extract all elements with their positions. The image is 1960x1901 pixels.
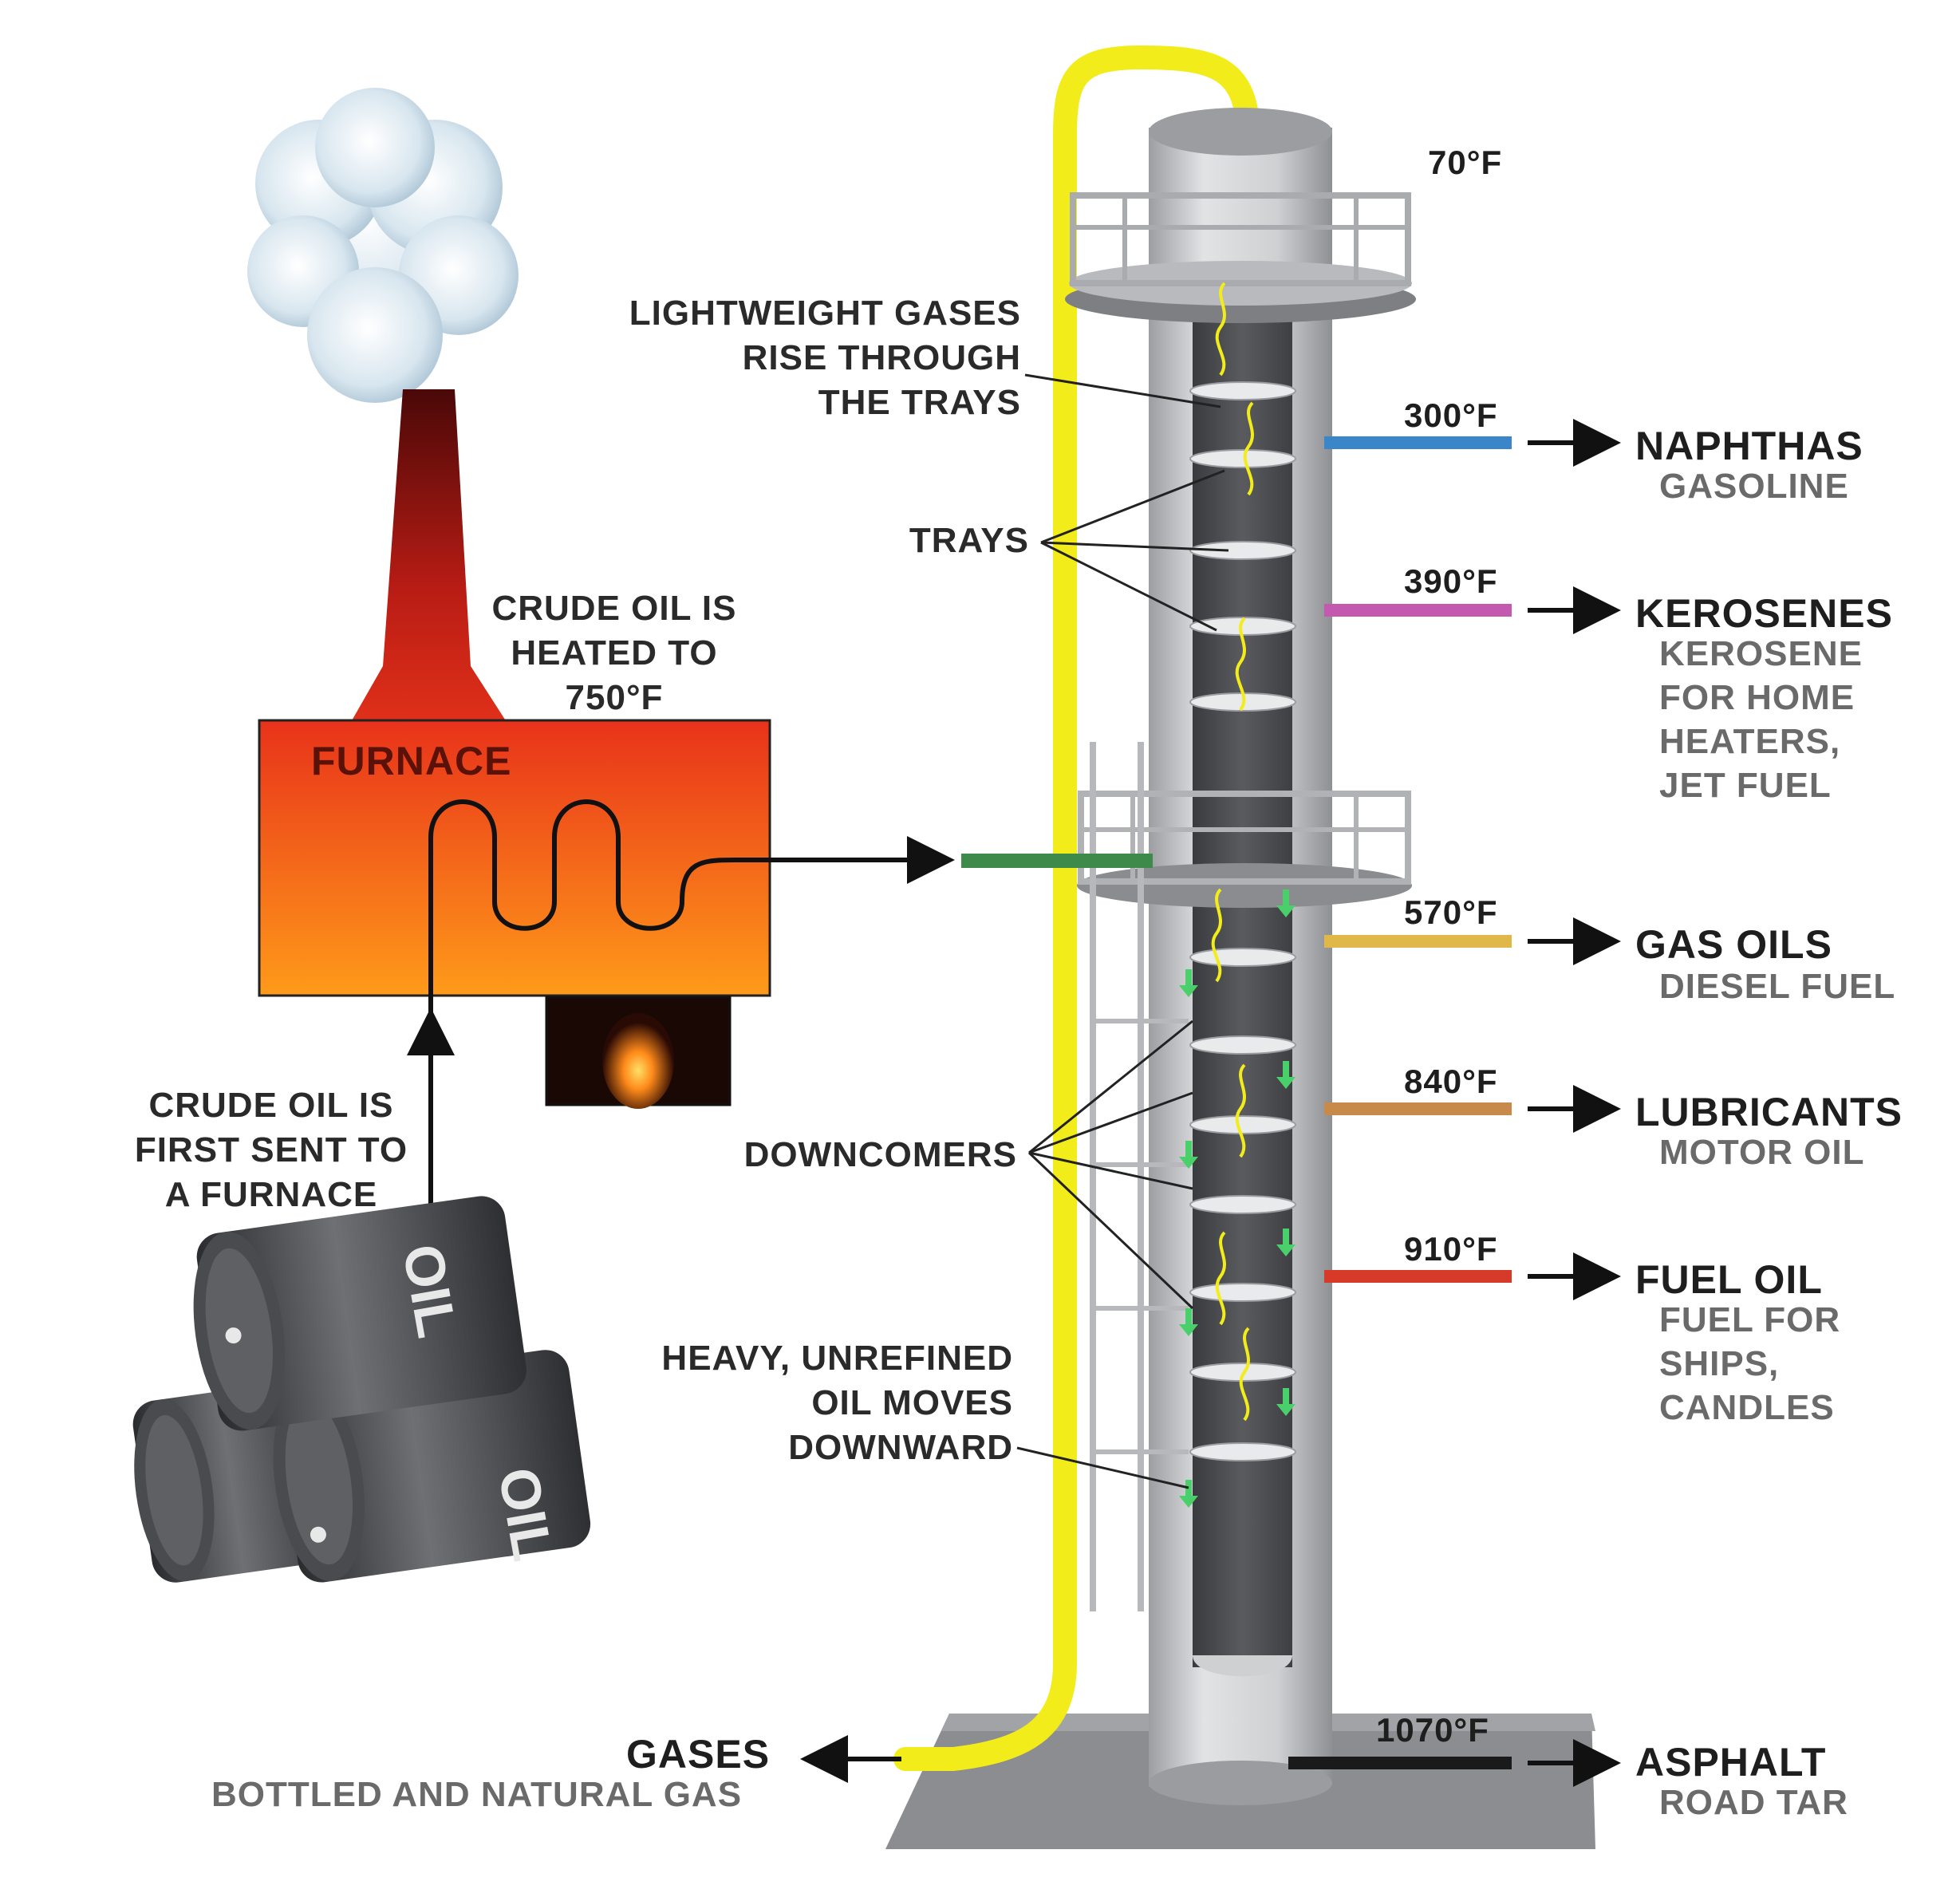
- furnace-heat-line-2: HEATED TO: [511, 633, 718, 672]
- heavy-oil-line-3: DOWNWARD: [788, 1428, 1013, 1467]
- gases-uses: BOTTLED AND NATURAL GAS: [211, 1775, 743, 1814]
- fuel-oil-use-2: SHIPS,: [1659, 1344, 1780, 1383]
- oil-barrels-icon: OIL OIL: [132, 1196, 591, 1583]
- heavy-oil-line-1: HEAVY, UNREFINED: [661, 1339, 1013, 1378]
- furnace-chimney: [351, 389, 507, 722]
- smoke-cloud-icon: [247, 88, 519, 403]
- gas-oils-temp: 570°F: [1404, 893, 1498, 931]
- fraction-pipe: [1324, 935, 1512, 948]
- tray: [1189, 1283, 1296, 1302]
- kerosenes-use-4: JET FUEL: [1659, 766, 1832, 805]
- distillation-column: [1149, 108, 1332, 1805]
- kerosenes-use-1: KEROSENE: [1659, 634, 1863, 673]
- furnace-heat-line-1: CRUDE OIL IS: [491, 589, 737, 628]
- kerosenes-name: KEROSENES: [1635, 591, 1893, 636]
- tray: [1189, 1442, 1296, 1461]
- fraction-pipe: [1324, 604, 1512, 617]
- heavy-oil-annotation: HEAVY, UNREFINED OIL MOVES DOWNWARD: [622, 1336, 1013, 1470]
- furnace-heat-caption: CRUDE OIL IS HEATED TO 750°F: [479, 586, 750, 720]
- fraction-pipe: [1324, 436, 1512, 449]
- gases-rise-line-1: LIGHTWEIGHT GASES: [629, 294, 1021, 333]
- lubricants-use-1: MOTOR OIL: [1659, 1133, 1865, 1172]
- tray: [1189, 381, 1296, 400]
- naphthas-temp: 300°F: [1404, 396, 1498, 434]
- fuel-oil-name: FUEL OIL: [1635, 1257, 1823, 1302]
- fraction-outlets: [1288, 419, 1621, 1787]
- kerosenes-temp: 390°F: [1404, 562, 1498, 600]
- rising-vapor-arrows: [1211, 282, 1254, 1422]
- kerosenes-use-3: HEATERS,: [1659, 722, 1841, 761]
- tray: [1189, 1195, 1296, 1214]
- gases-rise-line-2: RISE THROUGH: [742, 338, 1021, 377]
- barrels-caption-line-2: FIRST SENT TO: [134, 1130, 408, 1169]
- barrels-caption-line-3: A FURNACE: [164, 1175, 378, 1214]
- barrels-caption-line-1: CRUDE OIL IS: [148, 1086, 394, 1125]
- lubricants-name: LUBRICANTS: [1635, 1090, 1903, 1134]
- lubricants-temp: 840°F: [1404, 1063, 1498, 1100]
- feed-pipe: [961, 854, 1153, 868]
- gases-rise-annotation: LIGHTWEIGHT GASES RISE THROUGH THE TRAYS: [606, 291, 1021, 425]
- trays-annotation: TRAYS: [909, 521, 1029, 560]
- furnace-box: [258, 719, 771, 997]
- fraction-pipe: [1324, 1270, 1512, 1283]
- fraction-pipe: [1324, 1102, 1512, 1115]
- tray: [1189, 1115, 1296, 1134]
- fuel-oil-use-1: FUEL FOR: [1659, 1300, 1841, 1339]
- fraction-pipe: [1288, 1757, 1512, 1769]
- naphthas-name: NAPHTHAS: [1635, 424, 1863, 468]
- gas-return-pipe: [893, 45, 1260, 1771]
- barrels-caption: CRUDE OIL IS FIRST SENT TO A FURNACE: [120, 1083, 423, 1217]
- fuel-oil-temp: 910°F: [1404, 1230, 1498, 1268]
- gas-oils-name: GAS OILS: [1635, 922, 1832, 967]
- asphalt-temp: 1070°F: [1376, 1711, 1489, 1749]
- tray: [1189, 449, 1296, 468]
- top-temperature: 70°F: [1428, 144, 1503, 181]
- upper-platform: [1065, 192, 1416, 323]
- kerosenes-use-2: FOR HOME: [1659, 678, 1855, 717]
- fuel-oil-use-3: CANDLES: [1659, 1388, 1835, 1427]
- furnace-label: FURNACE: [311, 739, 512, 783]
- flame-icon: [602, 1013, 674, 1109]
- column-interior: [1193, 295, 1292, 1667]
- tray: [1189, 1035, 1296, 1055]
- heavy-oil-line-2: OIL MOVES: [811, 1383, 1013, 1422]
- mid-platform: [1077, 791, 1412, 908]
- gases-name: GASES: [626, 1732, 771, 1777]
- tray: [1189, 948, 1296, 967]
- naphthas-use-1: GASOLINE: [1659, 467, 1849, 506]
- annotation-leaders: [1016, 373, 1229, 1489]
- downcomer-arrows: [1179, 889, 1295, 1508]
- asphalt-use-1: ROAD TAR: [1659, 1783, 1848, 1822]
- gas-oils-use-1: DIESEL FUEL: [1659, 967, 1896, 1006]
- asphalt-name: ASPHALT: [1635, 1740, 1827, 1785]
- tray: [1189, 541, 1296, 560]
- furnace-coil: [428, 799, 955, 1205]
- downcomers-annotation: DOWNCOMERS: [743, 1135, 1017, 1174]
- furnace-heat-line-3: 750°F: [565, 678, 664, 717]
- gases-rise-line-3: THE TRAYS: [818, 383, 1021, 422]
